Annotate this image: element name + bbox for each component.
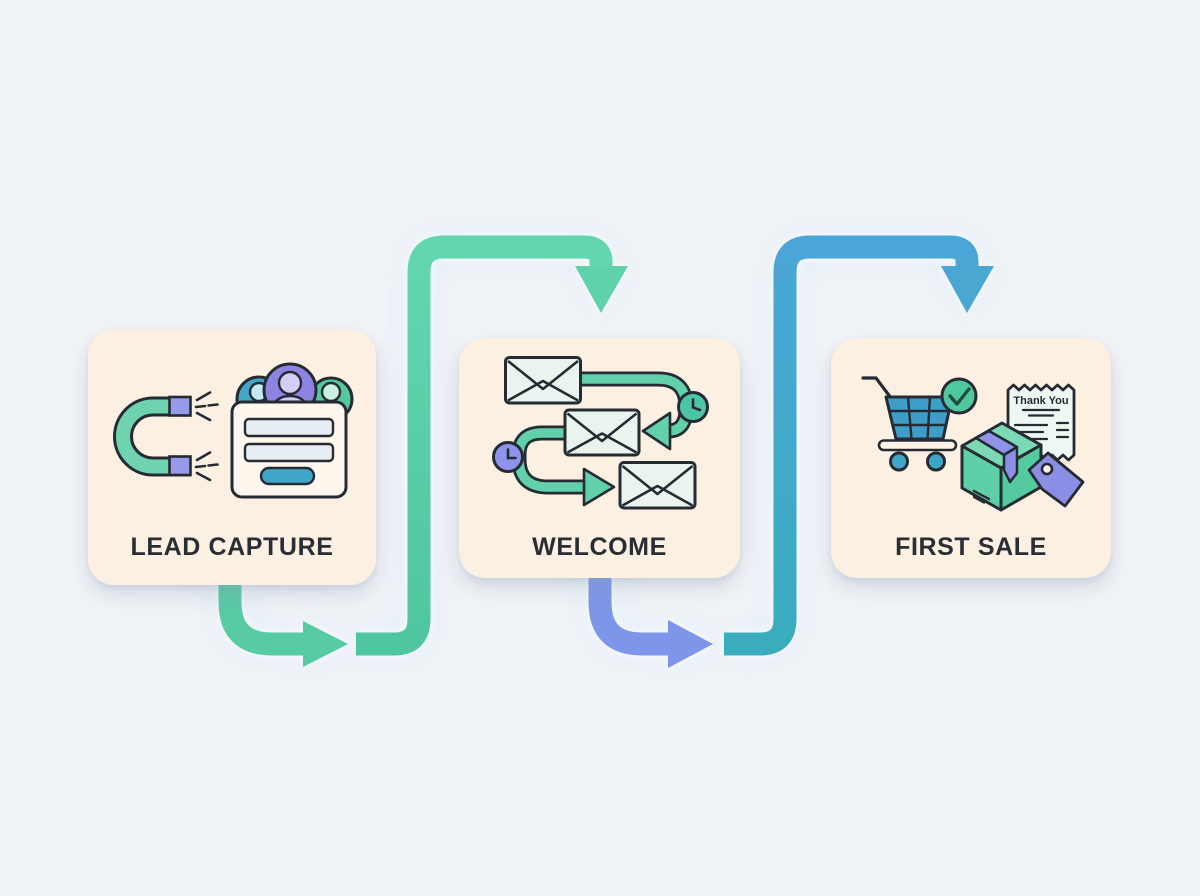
delay-clock-icon (677, 391, 709, 423)
price-tag-icon (1027, 451, 1085, 508)
attraction-rays (194, 391, 219, 482)
receipt-text: Thank You (1013, 395, 1068, 407)
step1-exit-arrow (218, 572, 348, 667)
step-label: WELCOME (532, 533, 667, 561)
package-box-icon (960, 421, 1043, 512)
delay-clock-icon (492, 441, 524, 473)
step1-to-step2-arrow (356, 235, 628, 656)
step-card-welcome: WELCOME (459, 338, 740, 578)
cart-package-receipt-icon: Thank You (861, 376, 1085, 512)
email-sequence-icon (492, 356, 709, 510)
magnet-lead-form-icon (113, 362, 354, 499)
envelope-icon (504, 356, 582, 405)
check-circle-icon (940, 377, 978, 415)
box-tape-flap (1002, 445, 1019, 484)
receipt-lines (1013, 408, 1070, 441)
step-label: LEAD CAPTURE (130, 533, 334, 561)
envelope-icon (563, 408, 641, 457)
step-card-lead-capture: LEAD CAPTURE (88, 329, 376, 585)
signup-form (230, 400, 348, 499)
form-input (243, 417, 335, 438)
form-input (243, 442, 335, 463)
step2-exit-arrow (588, 568, 713, 668)
step2-to-step3-arrow (724, 235, 994, 656)
step-label: FIRST SALE (895, 533, 1047, 561)
form-submit-pill (259, 466, 316, 486)
envelope-icon (618, 461, 697, 510)
magnet-icon (113, 391, 219, 482)
step-card-first-sale: Thank You (831, 338, 1111, 578)
shopping-cart-icon (861, 376, 958, 472)
